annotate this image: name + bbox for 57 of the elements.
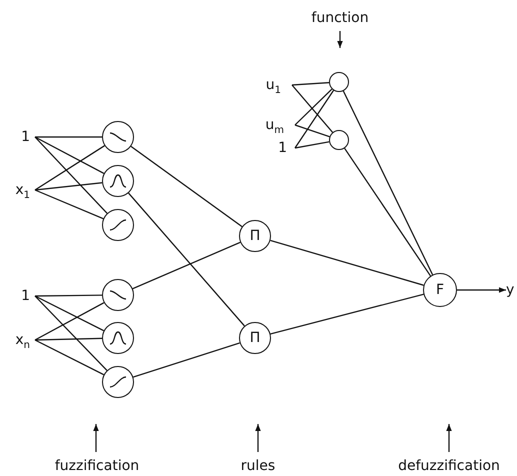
- connector-line: [294, 141, 330, 149]
- connector-line: [34, 136, 104, 174]
- operator-symbol: F: [436, 283, 444, 297]
- neuron-circle: [102, 121, 134, 153]
- node-label: fuzzification: [47, 457, 147, 475]
- node-label: 1: [12, 287, 36, 305]
- connector-line: [294, 88, 332, 126]
- connector-line: [34, 295, 104, 332]
- connector-line: [34, 136, 108, 214]
- connector-line: [133, 342, 240, 378]
- connector-line: [34, 189, 104, 220]
- connector-line: [292, 82, 330, 86]
- connector-line: [34, 182, 102, 191]
- connector-line: [34, 296, 108, 371]
- connector-line: [34, 145, 105, 190]
- operator-symbol: Π: [250, 331, 260, 345]
- connector-line: [35, 136, 102, 138]
- connector-line: [34, 338, 102, 341]
- neuron-circle: [102, 165, 134, 197]
- connector-line: [270, 240, 424, 286]
- node-label: y: [506, 281, 517, 299]
- node-label: u$_{m}$: [252, 116, 296, 134]
- connector-line: [128, 192, 245, 326]
- connector-line: [35, 294, 102, 297]
- node-label: x$_{1}$: [10, 181, 36, 199]
- node-label: 1: [256, 139, 296, 157]
- connector-line: [294, 90, 334, 148]
- neuron-circle: [329, 72, 349, 92]
- neuron-circle: [102, 322, 134, 354]
- node-label: 1: [12, 128, 36, 146]
- connector-line: [34, 339, 104, 376]
- operator-symbol: Π: [250, 229, 260, 243]
- operator-circle: [239, 322, 271, 354]
- node-label: defuzzification: [388, 457, 510, 475]
- neuron-circle: [329, 130, 349, 150]
- connector-line: [270, 294, 424, 335]
- arrow: [337, 31, 343, 48]
- operator-circle: [239, 220, 271, 252]
- arrow: [446, 424, 452, 452]
- neuron-circle: [102, 366, 134, 398]
- connector-line: [292, 84, 334, 133]
- arrow: [255, 424, 261, 452]
- connector-line: [344, 148, 431, 276]
- connector-line: [342, 90, 434, 275]
- neuron-circle: [102, 279, 134, 311]
- operator-circle: [423, 273, 457, 307]
- connector-line: [34, 302, 104, 341]
- connector-line: [132, 242, 241, 290]
- node-label: u$_{1}$: [253, 76, 293, 94]
- arrow: [457, 287, 506, 293]
- neuron-circle: [102, 209, 134, 241]
- node-label: x$_{n}$: [10, 331, 36, 349]
- connector-line: [130, 146, 242, 228]
- node-label: function: [305, 9, 375, 27]
- node-label: rules: [236, 457, 280, 475]
- arrow: [93, 424, 99, 452]
- connector-line: [294, 124, 330, 138]
